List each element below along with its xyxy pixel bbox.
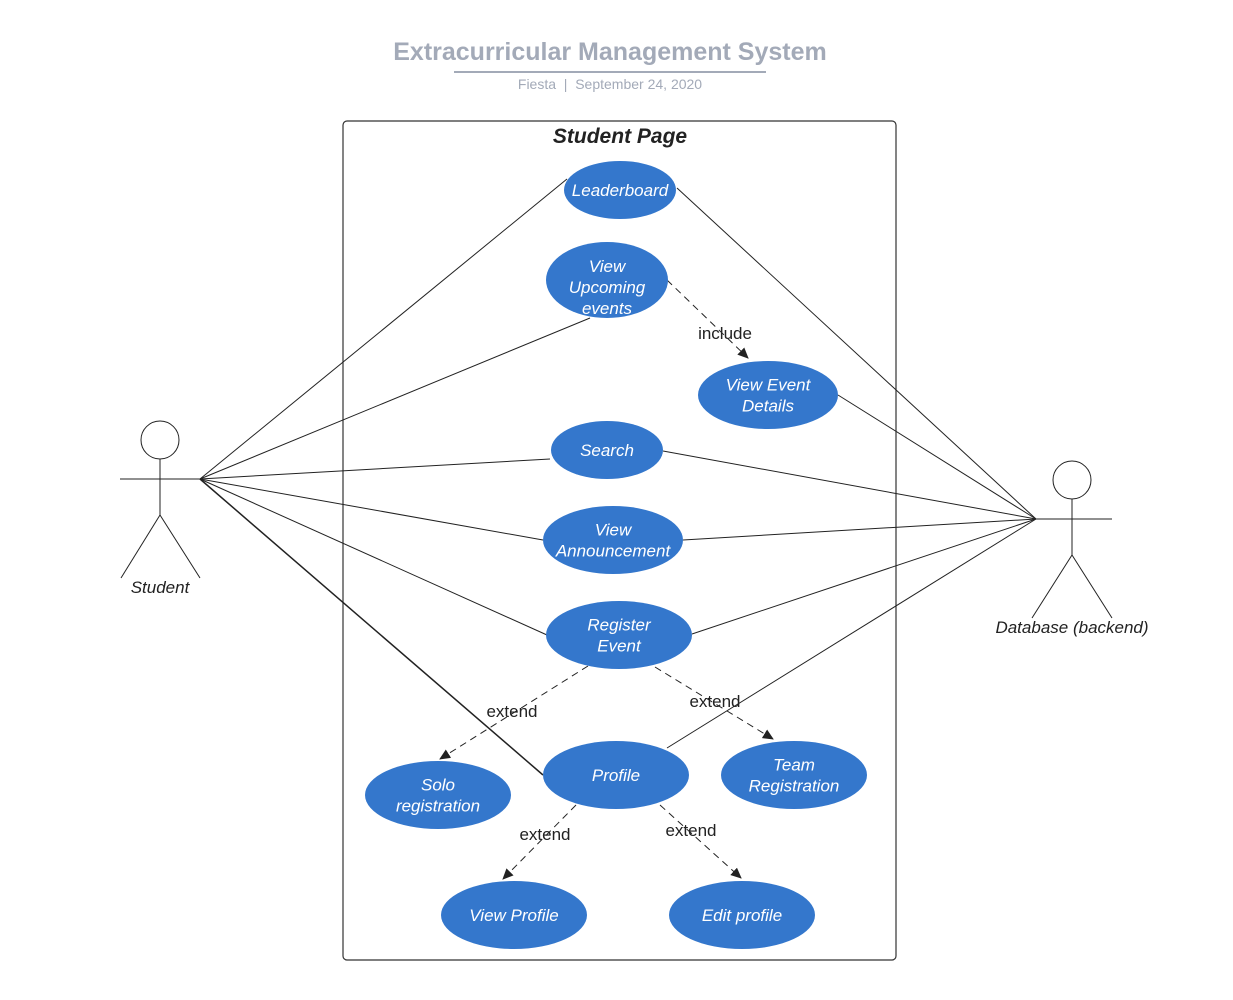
assoc-student-profile (199, 478, 544, 776)
use-case-label-line: View Profile (469, 906, 558, 925)
student-head-icon (140, 420, 180, 460)
assoc-db-search (662, 450, 1037, 520)
assoc-db-profile (666, 518, 1037, 749)
use-case-label-line: Leaderboard (572, 181, 669, 200)
use-case-view-profile[interactable]: View Profile (441, 881, 587, 949)
assoc-db-register-event (691, 518, 1037, 635)
use-case-label-line: View Event (726, 376, 812, 395)
dependencies (439, 279, 774, 880)
use-case-profile[interactable]: Profile (543, 741, 689, 809)
include-arrow (666, 279, 749, 359)
use-case-label-line: registration (396, 797, 480, 816)
extend-label-view-profile: extend (519, 825, 570, 844)
extend-label-edit-profile: extend (665, 821, 716, 840)
student-actor[interactable] (120, 420, 201, 579)
assoc-student-register-event (199, 478, 548, 636)
use-case-edit-profile[interactable]: Edit profile (669, 881, 815, 949)
use-case-label-line: Upcoming (569, 278, 646, 297)
subtitle-separator: | (563, 76, 568, 92)
database-actor[interactable] (1031, 460, 1113, 619)
use-case-search[interactable]: Search (551, 421, 663, 479)
use-case-label-line: events (582, 299, 633, 318)
student-actor-label: Student (131, 578, 191, 597)
assoc-student-view-announcement (199, 478, 544, 541)
use-case-label-line: Event (597, 637, 642, 656)
diagram-subtitle: Fiesta | September 24, 2020 (0, 76, 1220, 92)
extend-arrow-view-profile (502, 804, 577, 880)
use-case-label: Solo registration (396, 776, 480, 816)
use-case-label: Leaderboard (572, 181, 669, 200)
boundary-title: Student Page (553, 125, 688, 148)
subtitle-date: September 24, 2020 (575, 76, 703, 92)
extend-label-team: extend (689, 692, 740, 711)
use-case-label-line: Register (587, 616, 652, 635)
student-associations (199, 178, 591, 776)
use-case-label-line: Announcement (555, 542, 672, 561)
subtitle-author: Fiesta (517, 76, 557, 92)
extend-arrow-edit-profile (659, 804, 742, 879)
use-case-label-line: Edit profile (702, 906, 782, 925)
use-case-label-line: Search (580, 441, 634, 460)
use-case-label-line: Team (773, 756, 815, 775)
use-case-label: Profile (592, 766, 640, 785)
use-case-label-line: Solo (421, 776, 455, 795)
use-case-label: Edit profile (702, 906, 782, 925)
use-case-leaderboard[interactable]: Leaderboard (564, 161, 676, 219)
include-label: include (698, 324, 752, 343)
assoc-student-search (199, 458, 551, 480)
use-case-label: Search (580, 441, 634, 460)
database-associations (662, 187, 1037, 749)
database-actor-label: Database (backend) (995, 618, 1148, 637)
database-head-icon (1052, 460, 1092, 500)
assoc-student-leaderboard (199, 178, 568, 480)
system-boundary (342, 120, 897, 961)
assoc-db-view-announcement (682, 518, 1037, 541)
use-case-solo-registration[interactable]: Solo registration (365, 761, 511, 829)
title-underline (454, 71, 766, 73)
assoc-db-leaderboard (676, 187, 1037, 520)
extend-label-solo: extend (486, 702, 537, 721)
assoc-db-view-event-details (837, 394, 1037, 520)
diagram-title: Extracurricular Management System (393, 38, 827, 66)
use-case-label-line: View (595, 521, 633, 540)
extend-arrow-solo (439, 665, 589, 760)
diagram-header: Extracurricular Management System Fiesta… (0, 38, 1220, 92)
use-case-label-line: Registration (749, 777, 840, 796)
use-case-label-line: Profile (592, 766, 640, 785)
use-case-label: View Profile (469, 906, 558, 925)
assoc-student-view-upcoming (199, 317, 591, 480)
use-case-label-line: Details (742, 397, 794, 416)
use-case-label-line: View (589, 257, 627, 276)
